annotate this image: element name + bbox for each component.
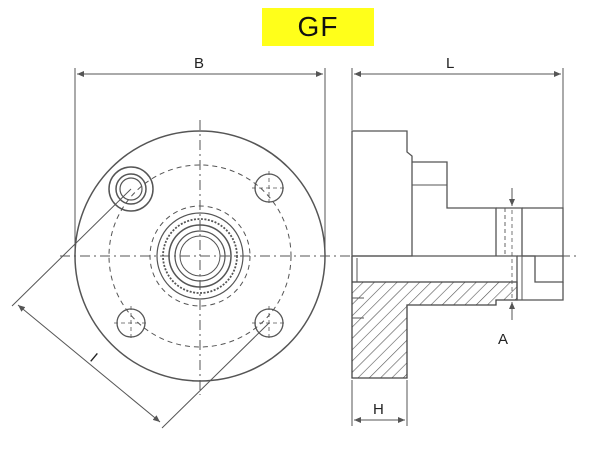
- label-i: I: [87, 350, 101, 366]
- dim-line-i: [17, 304, 161, 423]
- label-h: H: [373, 401, 384, 418]
- drawing-title: GF: [297, 11, 339, 42]
- label-a: A: [498, 331, 508, 348]
- section-hatch: [351, 256, 518, 379]
- bolt-circle: [108, 164, 292, 348]
- label-b: B: [194, 55, 204, 72]
- bolt-hole-top-right: [252, 171, 286, 205]
- label-l: L: [446, 55, 454, 72]
- front-view: [11, 68, 345, 429]
- title-box: GF: [262, 8, 374, 46]
- bolt-hole-bottom-left: [114, 306, 148, 340]
- bolt-hole-top-left: [108, 166, 154, 212]
- central-port: [149, 205, 251, 307]
- side-view: [340, 68, 578, 426]
